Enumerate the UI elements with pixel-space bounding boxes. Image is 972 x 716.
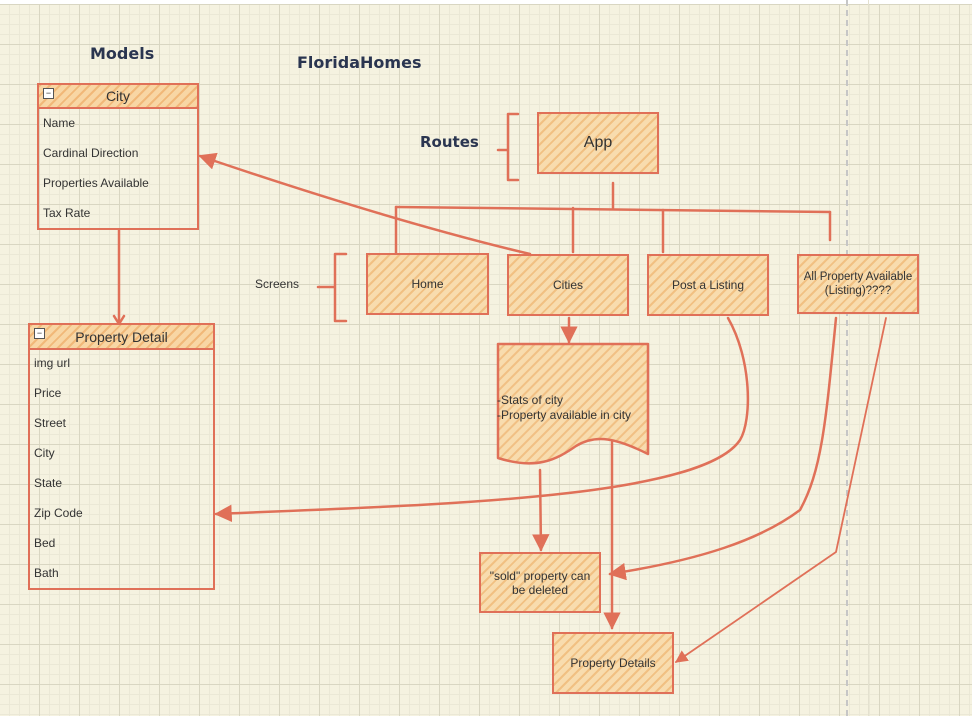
screen-node-home[interactable]: Home bbox=[366, 253, 489, 315]
screen-node-cities[interactable]: Cities bbox=[507, 254, 629, 316]
screen-node-label: Home bbox=[411, 277, 444, 291]
post-to-propertydetail-arrow bbox=[214, 316, 750, 523]
city-stats-line: -Stats of city bbox=[497, 393, 564, 407]
sold-node-label: "sold" property can be deleted bbox=[489, 568, 591, 597]
routes-bracket bbox=[496, 112, 520, 182]
city-field-properties-available: Properties Available bbox=[43, 176, 149, 190]
doc-to-sold-arrow bbox=[532, 468, 550, 552]
diagram-title: FloridaHomes bbox=[297, 53, 422, 72]
screens-bracket bbox=[316, 252, 348, 323]
property-field-street: Street bbox=[34, 416, 67, 430]
routes-label: Routes bbox=[420, 133, 479, 151]
canvas-top-strip bbox=[0, 0, 972, 4]
screen-node-label: Cities bbox=[552, 278, 583, 292]
city-model-header: − City bbox=[39, 85, 197, 109]
property-field-zip-code: Zip Code bbox=[34, 506, 83, 520]
cities-to-city-arrow bbox=[198, 152, 532, 256]
page-guide-line bbox=[868, 0, 869, 716]
page-break-line bbox=[846, 0, 848, 716]
city-model-title: City bbox=[105, 88, 131, 104]
city-stats-document-node[interactable] bbox=[496, 342, 652, 474]
property-field-bed: Bed bbox=[34, 536, 56, 550]
property-field-state: State bbox=[34, 476, 63, 490]
collapse-icon[interactable]: − bbox=[34, 328, 45, 339]
sold-property-node[interactable]: "sold" property can be deleted bbox=[479, 552, 601, 613]
property-field-price: Price bbox=[34, 386, 62, 400]
city-field-cardinal-direction: Cardinal Direction bbox=[43, 146, 139, 160]
screen-node-label: Post a Listing bbox=[671, 278, 745, 292]
screens-tree-bar bbox=[394, 205, 832, 214]
screen-node-post-listing[interactable]: Post a Listing bbox=[647, 254, 769, 316]
property-detail-model-entity[interactable]: − Property Detail img url Price Street C… bbox=[28, 323, 215, 590]
city-field-name: Name bbox=[43, 116, 76, 130]
screen-node-label: All Property Available (Listing)???? bbox=[803, 271, 913, 297]
property-field-bath: Bath bbox=[34, 566, 59, 580]
all-to-details-arrow bbox=[674, 317, 887, 663]
screens-label: Screens bbox=[255, 277, 300, 291]
app-node-label: App bbox=[583, 134, 613, 151]
property-in-city-line: -Property available in city bbox=[497, 408, 632, 422]
collapse-icon[interactable]: − bbox=[43, 88, 54, 99]
property-field-city: City bbox=[34, 446, 55, 460]
property-detail-title: Property Detail bbox=[75, 328, 168, 345]
city-model-entity[interactable]: − City Name Cardinal Direction Propertie… bbox=[37, 83, 199, 230]
property-detail-header: − Property Detail bbox=[30, 325, 213, 350]
app-node[interactable]: App bbox=[537, 112, 659, 174]
city-field-tax-rate: Tax Rate bbox=[43, 206, 91, 220]
property-details-node[interactable]: Property Details bbox=[552, 632, 674, 694]
city-stats-text: -Stats of city -Property available in ci… bbox=[497, 393, 631, 423]
all-to-sold-arrow bbox=[608, 316, 838, 581]
screen-node-all-property[interactable]: All Property Available (Listing)???? bbox=[797, 254, 919, 314]
property-field-img-url: img url bbox=[34, 356, 71, 370]
models-heading: Models bbox=[90, 44, 155, 63]
property-details-label: Property Details bbox=[570, 656, 656, 670]
